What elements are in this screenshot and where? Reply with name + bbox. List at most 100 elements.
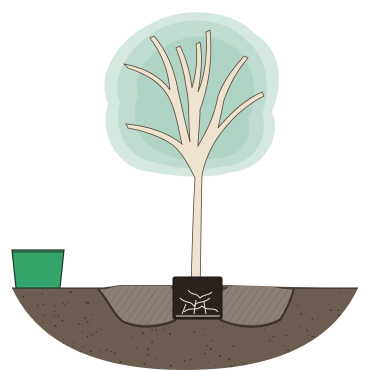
- soil-speckle: [25, 321, 26, 322]
- soil-speckle: [72, 366, 73, 367]
- soil-speckle: [352, 339, 354, 341]
- soil-speckle: [317, 318, 318, 319]
- soil-speckle: [147, 348, 149, 350]
- soil-speckle: [209, 361, 210, 362]
- soil-speckle: [29, 322, 31, 324]
- soil-speckle: [284, 345, 285, 346]
- soil-speckle: [204, 335, 205, 336]
- soil-speckle: [235, 364, 236, 365]
- soil-speckle: [120, 361, 122, 363]
- soil-speckle: [114, 353, 116, 355]
- soil-speckle: [42, 304, 43, 305]
- soil-speckle: [204, 353, 205, 354]
- soil-speckle: [45, 329, 46, 330]
- soil-speckle: [194, 331, 196, 333]
- soil-speckle: [306, 330, 308, 332]
- soil-speckle: [23, 296, 25, 298]
- soil-speckle: [228, 358, 230, 360]
- soil-speckle: [67, 302, 68, 303]
- soil-speckle: [63, 360, 64, 361]
- soil-speckle: [38, 304, 39, 305]
- soil-speckle: [23, 337, 24, 338]
- soil-speckle: [43, 322, 44, 323]
- soil-speckle: [312, 336, 313, 337]
- soil-speckle: [171, 357, 172, 358]
- soil-speckle: [91, 363, 92, 364]
- soil-speckle: [62, 343, 64, 345]
- soil-speckle: [312, 346, 314, 348]
- soil-speckle: [15, 339, 16, 340]
- soil-speckle: [66, 350, 67, 351]
- soil-speckle: [197, 343, 198, 344]
- soil-speckle: [323, 344, 325, 346]
- soil-speckle: [85, 317, 87, 319]
- soil-speckle: [344, 361, 346, 363]
- soil-speckle: [157, 335, 158, 336]
- soil-speckle: [59, 353, 61, 355]
- soil-speckle: [86, 352, 87, 353]
- soil-speckle: [106, 349, 108, 351]
- soil-speckle: [30, 362, 32, 364]
- soil-speckle: [273, 341, 274, 342]
- soil-speckle: [109, 329, 110, 330]
- soil-speckle: [20, 305, 21, 306]
- soil-speckle: [338, 314, 340, 316]
- soil-speckle: [96, 331, 97, 332]
- soil-speckle: [308, 335, 309, 336]
- soil-speckle: [314, 336, 315, 337]
- soil-speckle: [298, 356, 299, 357]
- soil-speckle: [144, 363, 146, 365]
- soil-speckle: [37, 306, 38, 307]
- soil-speckle: [54, 325, 56, 327]
- soil-speckle: [205, 328, 206, 329]
- soil-speckle: [70, 291, 72, 293]
- soil-speckle: [23, 332, 24, 333]
- soil-speckle: [42, 354, 43, 355]
- soil-speckle: [16, 349, 17, 350]
- soil-speckle: [331, 339, 333, 341]
- soil-speckle: [219, 355, 221, 357]
- soil-speckle: [56, 340, 58, 342]
- soil-speckle: [181, 334, 182, 335]
- soil-speckle: [253, 350, 254, 351]
- soil-speckle: [194, 363, 195, 364]
- soil-speckle: [299, 348, 301, 350]
- soil-speckle: [54, 315, 55, 316]
- soil-speckle: [44, 367, 45, 368]
- soil-speckle: [242, 364, 244, 366]
- soil-speckle: [269, 340, 270, 341]
- soil-speckle: [99, 351, 100, 352]
- empty-nursery-pot: [12, 250, 64, 288]
- soil-speckle: [21, 364, 22, 365]
- soil-speckle: [14, 315, 15, 316]
- soil-speckle: [348, 292, 349, 293]
- soil-speckle: [91, 334, 93, 336]
- soil-speckle: [41, 293, 42, 294]
- soil-speckle: [170, 365, 172, 367]
- soil-speckle: [256, 364, 258, 366]
- soil-speckle: [14, 307, 16, 309]
- soil-speckle: [111, 351, 113, 353]
- soil-speckle: [131, 336, 132, 337]
- soil-speckle: [85, 301, 87, 303]
- soil-speckle: [142, 332, 144, 334]
- soil-speckle: [15, 366, 17, 368]
- soil-speckle: [54, 311, 55, 312]
- soil-speckle: [13, 325, 15, 327]
- soil-speckle: [352, 342, 353, 343]
- soil-speckle: [287, 349, 289, 351]
- soil-speckle: [346, 333, 348, 335]
- soil-speckle: [206, 345, 208, 347]
- soil-speckle: [49, 322, 50, 323]
- soil-speckle: [340, 292, 341, 293]
- soil-speckle: [345, 359, 346, 360]
- soil-speckle: [44, 315, 45, 316]
- soil-speckle: [321, 333, 322, 334]
- soil-speckle: [56, 351, 58, 353]
- soil-speckle: [54, 355, 56, 357]
- soil-speckle: [18, 310, 19, 311]
- soil-speckle: [54, 360, 56, 362]
- soil-speckle: [87, 321, 89, 323]
- root-ball: [173, 277, 222, 319]
